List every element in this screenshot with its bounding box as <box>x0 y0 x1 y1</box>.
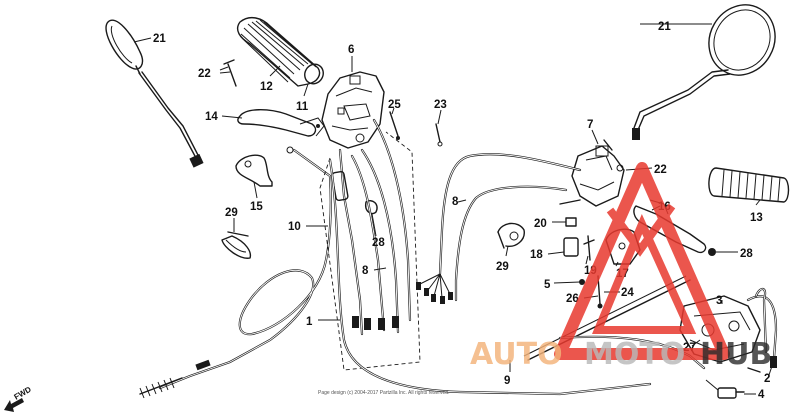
watermark-logo <box>554 162 730 360</box>
right-grip <box>708 167 790 203</box>
label-7: 7 <box>587 119 593 131</box>
clutch-lever <box>237 109 325 137</box>
connector-28-left <box>364 200 378 215</box>
label-22-left: 22 <box>198 68 211 80</box>
clutch-cable <box>139 146 332 399</box>
label-12: 12 <box>260 81 273 93</box>
left-grip <box>236 16 324 87</box>
watermark-moto: MOTO <box>584 337 685 372</box>
label-13: 13 <box>750 212 763 224</box>
label-5: 5 <box>544 279 551 291</box>
label-4: 4 <box>758 389 765 401</box>
label-21-left: 21 <box>153 33 166 45</box>
label-25: 25 <box>388 99 401 111</box>
pin-23 <box>435 123 443 147</box>
fwd-arrow: FWD <box>4 385 33 412</box>
label-29-left: 29 <box>225 207 238 219</box>
label-22-right: 22 <box>654 164 667 176</box>
right-switch-housing <box>559 139 625 207</box>
screw-2 <box>747 367 761 373</box>
clamp-29-left <box>221 231 252 259</box>
label-10: 10 <box>288 221 301 233</box>
right-mirror <box>632 4 776 140</box>
label-8-right: 8 <box>452 196 459 208</box>
label-28-right: 28 <box>740 248 753 260</box>
lever-bracket <box>235 154 273 187</box>
label-2: 2 <box>764 373 770 385</box>
fwd-label: FWD <box>13 385 33 402</box>
part-number-labels: 21 22 12 11 6 14 25 23 15 10 29 28 8 1 8… <box>153 21 770 401</box>
small-parts <box>563 217 603 309</box>
label-28-left: 28 <box>372 237 385 249</box>
label-8-left: 8 <box>362 265 369 277</box>
left-mirror <box>105 19 204 168</box>
label-9: 9 <box>504 375 510 387</box>
watermark-hub: HUB <box>700 337 772 372</box>
label-6: 6 <box>348 44 354 56</box>
watermark-text: AUTO MOTO HUB <box>470 337 772 372</box>
clamp-29-right <box>497 222 525 249</box>
label-23: 23 <box>434 99 447 111</box>
label-29-right: 29 <box>496 261 509 273</box>
label-20: 20 <box>534 218 547 230</box>
label-3: 3 <box>716 295 722 307</box>
screw-22-left <box>223 59 237 87</box>
throttle-cable <box>328 158 652 396</box>
screw-25 <box>389 111 400 140</box>
label-18: 18 <box>530 249 543 261</box>
label-26: 26 <box>566 293 579 305</box>
connector-4 <box>705 379 745 399</box>
label-24: 24 <box>621 287 634 299</box>
label-21-right: 21 <box>658 21 671 33</box>
label-11: 11 <box>296 101 309 113</box>
bolt-28-right <box>708 248 716 256</box>
left-switch-harness <box>319 118 421 371</box>
label-15: 15 <box>250 201 263 213</box>
watermark-auto: AUTO <box>470 337 563 372</box>
label-14: 14 <box>205 111 218 123</box>
label-1: 1 <box>306 316 313 328</box>
left-switch-housing <box>321 71 385 149</box>
main-harness <box>416 153 582 304</box>
footer-text: Page design (c) 2004-2017 Partzilla Inc.… <box>318 390 449 396</box>
